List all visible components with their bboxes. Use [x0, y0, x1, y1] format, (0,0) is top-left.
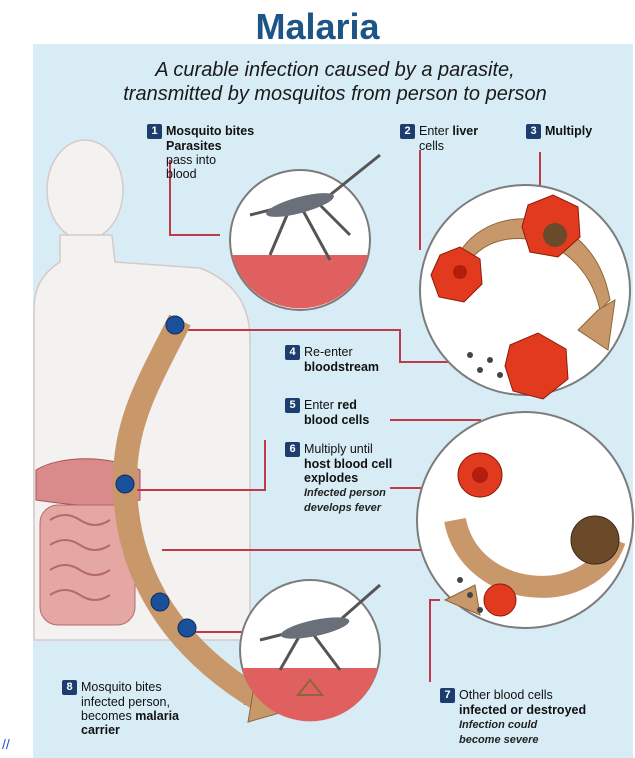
step-8-text-2: infected person,	[81, 695, 170, 709]
step-2-bold: liver	[452, 124, 478, 138]
step-6-badge: 6	[285, 442, 300, 457]
step-7-note-1: Infection could	[459, 719, 537, 731]
step-6-bold: host blood cell	[304, 457, 392, 471]
bite-circle-bottom	[240, 580, 380, 721]
step-2-text: Enter	[419, 124, 449, 138]
step-7-text: Other blood cells	[459, 688, 553, 702]
step-7-bold: infected or destroyed	[459, 703, 586, 717]
step-8-text-3: becomes	[81, 709, 132, 723]
step-5-badge: 5	[285, 398, 300, 413]
step-2-badge: 2	[400, 124, 415, 139]
step-6-text: Multiply until	[304, 442, 373, 456]
step-5-bold: red	[337, 398, 356, 412]
step-7-label: 7 Other blood cells infected or destroyed…	[440, 688, 586, 747]
step-1-label: 1 Mosquito bites Parasites pass into bloo…	[147, 124, 254, 181]
step-8-text: Mosquito bites	[81, 680, 162, 694]
step-6-note-2: develops fever	[304, 502, 381, 514]
step-5-label: 5 Enter red blood cells	[285, 398, 369, 427]
step-2-text-2: cells	[419, 139, 444, 153]
step-4-text: Re-enter	[304, 345, 353, 359]
step-2-label: 2 Enter liver cells	[400, 124, 478, 153]
step-1-bold: Mosquito bites	[166, 124, 254, 138]
step-8-label: 8 Mosquito bites infected person, becomes…	[62, 680, 179, 737]
step-8-badge: 8	[62, 680, 77, 695]
step-6-note-1: Infected person	[304, 487, 386, 499]
step-4-bold: bloodstream	[304, 360, 379, 374]
step-1-badge: 1	[147, 124, 162, 139]
blood-cells-circle	[417, 412, 633, 628]
step-4-badge: 4	[285, 345, 300, 360]
step-1-bold-2: Parasites	[166, 139, 222, 153]
step-3-label: 3 Multiply	[526, 124, 592, 139]
footer-link-mark[interactable]: //	[2, 736, 10, 752]
step-7-note-2: become severe	[459, 734, 539, 746]
step-1-text: pass into	[166, 153, 216, 167]
step-1-text-2: blood	[166, 167, 197, 181]
step-6-label: 6 Multiply until host blood cell explodes…	[285, 442, 392, 515]
step-6-bold-2: explodes	[304, 471, 358, 485]
step-4-label: 4 Re-enter bloodstream	[285, 345, 379, 374]
step-3-badge: 3	[526, 124, 541, 139]
step-5-text: Enter	[304, 398, 334, 412]
step-3-bold: Multiply	[545, 124, 592, 138]
step-7-badge: 7	[440, 688, 455, 703]
step-8-bold-2: carrier	[81, 723, 120, 737]
step-8-bold: malaria	[135, 709, 179, 723]
liver-cells-circle	[420, 185, 630, 399]
step-5-bold-2: blood cells	[304, 413, 369, 427]
